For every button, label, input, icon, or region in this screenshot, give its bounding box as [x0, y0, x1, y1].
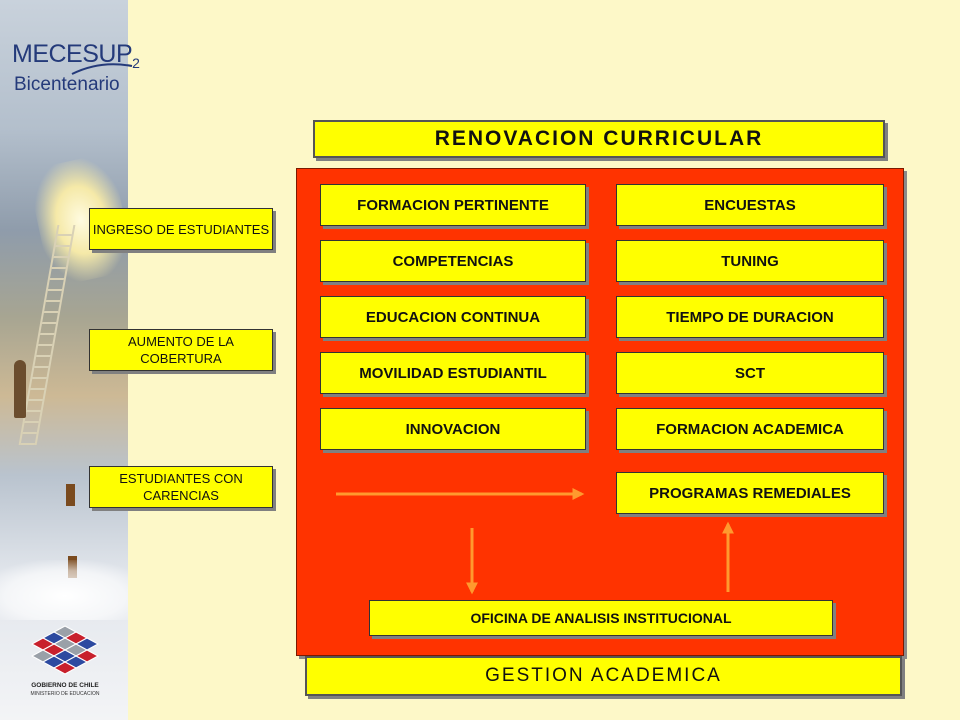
box-formacion-academica: FORMACION ACADEMICA [616, 408, 884, 450]
cubes-emblem-icon [30, 625, 100, 675]
mecesup-logo: MECESUP2 Bicentenario [12, 40, 142, 110]
gov-logo-line1: GOBIERNO DE CHILE [31, 682, 99, 689]
side-box-cobertura: AUMENTO DE LA COBERTURA [89, 329, 273, 371]
box-programas-remediales: PROGRAMAS REMEDIALES [616, 472, 884, 514]
logo-swoosh-icon [71, 63, 133, 75]
box-movilidad-estudiantil: MOVILIDAD ESTUDIANTIL [320, 352, 586, 394]
side-box-ingreso: INGRESO DE ESTUDIANTES [89, 208, 273, 250]
cloud-illustration [0, 560, 128, 620]
side-box-carencias: ESTUDIANTES CON CARENCIAS [89, 466, 273, 508]
box-innovacion: INNOVACION [320, 408, 586, 450]
climber-figure [14, 360, 26, 418]
gobierno-chile-logo: GOBIERNO DE CHILE MINISTERIO DE EDUCACIO… [24, 624, 106, 704]
box-tuning: TUNING [616, 240, 884, 282]
renovacion-curricular-title: RENOVACION CURRICULAR [313, 120, 885, 158]
logo-brand-suffix: 2 [132, 55, 140, 71]
box-sct: SCT [616, 352, 884, 394]
logo-subtitle: Bicentenario [14, 74, 120, 95]
box-encuestas: ENCUESTAS [616, 184, 884, 226]
box-formacion-pertinente: FORMACION PERTINENTE [320, 184, 586, 226]
box-tiempo-de-duracion: TIEMPO DE DURACION [616, 296, 884, 338]
box-competencias: COMPETENCIAS [320, 240, 586, 282]
box-oficina-analisis: OFICINA DE ANALISIS INSTITUCIONAL [369, 600, 833, 636]
gestion-academica-footer: GESTION ACADEMICA [305, 656, 902, 696]
box-educacion-continua: EDUCACION CONTINUA [320, 296, 586, 338]
door-illustration [66, 484, 75, 506]
gov-logo-line2: MINISTERIO DE EDUCACION [30, 691, 100, 697]
